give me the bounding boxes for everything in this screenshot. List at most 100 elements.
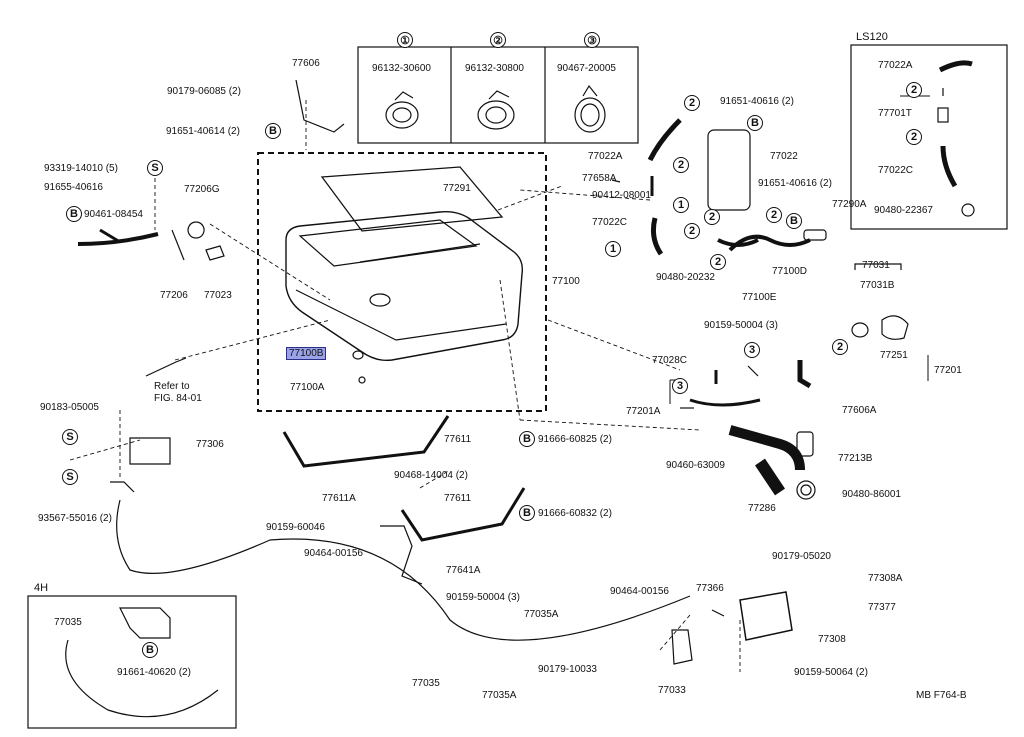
clamp-2-marker: 2 bbox=[766, 207, 782, 223]
part-label[interactable]: 77100 bbox=[552, 276, 580, 287]
part-label[interactable]: 77033 bbox=[658, 685, 686, 696]
figure-code: MB F764-B bbox=[916, 690, 967, 701]
clamp-1-marker: 1 bbox=[673, 197, 689, 213]
part-label[interactable]: 90179-05020 bbox=[772, 551, 831, 562]
part-label[interactable]: 90183-05005 bbox=[40, 402, 99, 413]
ls120-box-title: LS120 bbox=[856, 31, 888, 43]
part-label-highlighted[interactable]: 77100B bbox=[285, 347, 327, 360]
clamp-2-marker: 2 bbox=[906, 82, 922, 98]
part-label[interactable]: 77201A bbox=[626, 406, 661, 417]
part-label[interactable]: 90480-22367 bbox=[874, 205, 933, 216]
part-label[interactable]: 90468-14004 (2) bbox=[394, 470, 468, 481]
part-label[interactable]: 90159-60046 bbox=[266, 522, 325, 533]
part-label[interactable]: 90461-08454 bbox=[84, 209, 143, 220]
part-label[interactable]: 91666-60825 (2) bbox=[538, 434, 612, 445]
part-label[interactable]: 90159-50004 (3) bbox=[704, 320, 778, 331]
clamp-1-marker: 1 bbox=[605, 241, 621, 257]
screw-s-marker: S bbox=[147, 160, 163, 176]
part-label[interactable]: 91651-40616 (2) bbox=[758, 178, 832, 189]
part-label[interactable]: 90179-06085 (2) bbox=[167, 86, 241, 97]
part-label[interactable]: 77291 bbox=[443, 183, 471, 194]
part-label[interactable]: 77611 bbox=[444, 493, 472, 504]
clamp-2-marker: 2 bbox=[832, 339, 848, 355]
bolt-b-marker: B bbox=[66, 206, 82, 222]
part-label[interactable]: 90159-50004 (3) bbox=[446, 592, 520, 603]
bolt-b-marker: B bbox=[519, 431, 535, 447]
clamp-3-marker: 3 bbox=[744, 342, 760, 358]
part-label[interactable]: 77028C bbox=[652, 355, 688, 366]
part-label[interactable]: 77022 bbox=[770, 151, 798, 162]
bolt-b-marker: B bbox=[747, 115, 763, 131]
part-label[interactable]: 77023 bbox=[204, 290, 232, 301]
part-label[interactable]: 77308 bbox=[818, 634, 846, 645]
part-label[interactable]: 77035A bbox=[524, 609, 559, 620]
part-label[interactable]: 77611A bbox=[322, 493, 356, 504]
clamp-2-marker: 2 bbox=[673, 157, 689, 173]
part-label[interactable]: 77290A bbox=[832, 199, 867, 210]
part-label[interactable]: 77035A bbox=[482, 690, 517, 701]
part-label[interactable]: 77658A bbox=[582, 173, 617, 184]
part-label[interactable]: 77031B bbox=[860, 280, 895, 291]
inset-header-1: ① bbox=[397, 32, 413, 48]
part-label[interactable]: 91655-40616 bbox=[44, 182, 103, 193]
part-label[interactable]: 77606 bbox=[292, 58, 320, 69]
inset-header-2: ② bbox=[490, 32, 506, 48]
refer-fig-link[interactable]: FIG. 84-01 bbox=[154, 393, 202, 404]
bolt-b-marker: B bbox=[786, 213, 802, 229]
part-label[interactable]: 93319-14010 (5) bbox=[44, 163, 118, 174]
part-label[interactable]: 77611 bbox=[444, 434, 472, 445]
clamp-2-marker: 2 bbox=[906, 129, 922, 145]
part-label[interactable]: 96132-30600 bbox=[372, 63, 431, 74]
part-label[interactable]: 77251 bbox=[880, 350, 908, 361]
clamp-2-marker: 2 bbox=[710, 254, 726, 270]
part-label[interactable]: 90480-86001 bbox=[842, 489, 901, 500]
part-label[interactable]: 91661-40620 (2) bbox=[117, 667, 191, 678]
part-label[interactable]: 77100D bbox=[772, 266, 808, 277]
part-label[interactable]: 77100E bbox=[742, 292, 777, 303]
screw-s-marker: S bbox=[62, 469, 78, 485]
part-label[interactable]: 77213B bbox=[838, 453, 873, 464]
part-label[interactable]: 90179-10033 bbox=[538, 664, 597, 675]
bolt-b-marker: B bbox=[265, 123, 281, 139]
clamp-2-marker: 2 bbox=[684, 223, 700, 239]
part-label[interactable]: 91666-60832 (2) bbox=[538, 508, 612, 519]
part-label[interactable]: 90460-63009 bbox=[666, 460, 725, 471]
part-label[interactable]: 90464-00156 bbox=[610, 586, 669, 597]
part-label[interactable]: 77641A bbox=[446, 565, 481, 576]
part-label[interactable]: 90412-08001 bbox=[592, 190, 651, 201]
part-label[interactable]: 77606A bbox=[842, 405, 877, 416]
part-label[interactable]: 77035 bbox=[54, 617, 82, 628]
part-label[interactable]: 90159-50064 (2) bbox=[794, 667, 868, 678]
inset-header-3: ③ bbox=[584, 32, 600, 48]
part-label[interactable]: 77206 bbox=[160, 290, 188, 301]
part-label[interactable]: 77377 bbox=[868, 602, 896, 613]
part-label[interactable]: 77308A bbox=[868, 573, 903, 584]
part-label[interactable]: 90480-20232 bbox=[656, 272, 715, 283]
part-label[interactable]: 91651-40614 (2) bbox=[166, 126, 240, 137]
part-label[interactable]: 77022A bbox=[878, 60, 913, 71]
part-label[interactable]: 77100A bbox=[290, 382, 325, 393]
part-label[interactable]: 77022C bbox=[878, 165, 914, 176]
refer-to-text: Refer to bbox=[154, 381, 190, 392]
part-label[interactable]: 90467-20005 bbox=[557, 63, 616, 74]
part-label[interactable]: 77201 bbox=[934, 365, 962, 376]
part-label[interactable]: 91651-40616 (2) bbox=[720, 96, 794, 107]
part-label[interactable]: 77035 bbox=[412, 678, 440, 689]
part-label[interactable]: 96132-30800 bbox=[465, 63, 524, 74]
part-label[interactable]: 77206G bbox=[184, 184, 220, 195]
bolt-b-marker: B bbox=[519, 505, 535, 521]
part-label[interactable]: 77022A bbox=[588, 151, 623, 162]
clamp-2-marker: 2 bbox=[684, 95, 700, 111]
part-label[interactable]: 77306 bbox=[196, 439, 224, 450]
part-label[interactable]: 93567-55016 (2) bbox=[38, 513, 112, 524]
part-label[interactable]: 77031 bbox=[862, 260, 890, 271]
part-label[interactable]: 77701T bbox=[878, 108, 912, 119]
bolt-b-marker: B bbox=[142, 642, 158, 658]
screw-s-marker: S bbox=[62, 429, 78, 445]
part-label[interactable]: 77286 bbox=[748, 503, 776, 514]
part-label[interactable]: 77022C bbox=[592, 217, 628, 228]
part-label[interactable]: 77366 bbox=[696, 583, 724, 594]
part-label[interactable]: 90464-00156 bbox=[304, 548, 363, 559]
